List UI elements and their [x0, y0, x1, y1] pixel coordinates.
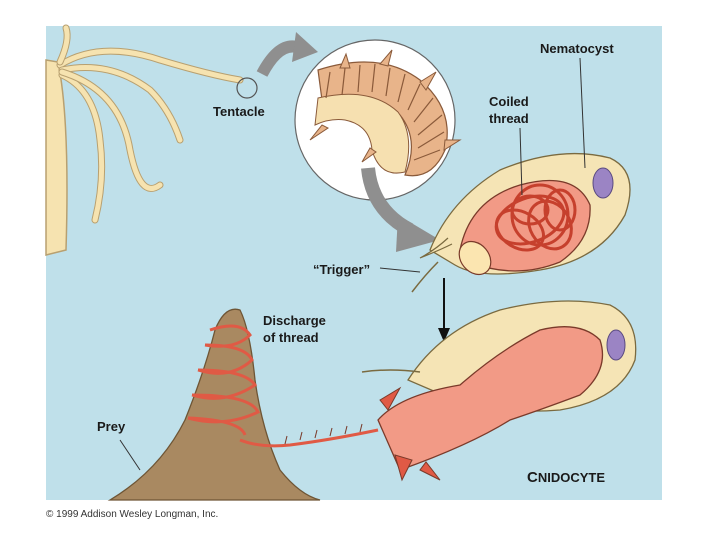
label-coiled-line1: Coiled	[489, 94, 529, 109]
label-discharge-line1: Discharge	[263, 313, 326, 328]
discharge-arrow	[438, 278, 450, 342]
hydra-illustration	[45, 24, 244, 256]
leader-lines	[119, 57, 586, 471]
thread-barbs	[284, 423, 363, 445]
tentacle-zoom-marker	[236, 77, 258, 99]
nematocyst-discharged	[361, 300, 637, 482]
nematocyst-undischarged	[411, 152, 631, 293]
discharged-thread	[187, 324, 379, 448]
label-cnidocyte-rest: NIDOCYTE	[537, 470, 606, 485]
zoom-arrow-2-head	[396, 215, 440, 252]
label-tentacle: Tentacle	[213, 104, 265, 119]
tentacle-closeup	[294, 39, 462, 201]
zoom-arrow-1-head	[292, 32, 318, 62]
label-trigger: “Trigger”	[313, 262, 371, 277]
label-nematocyst: Nematocyst	[540, 41, 614, 56]
label-cnidocyte: CNIDOCYTE	[527, 470, 605, 485]
label-prey: Prey	[97, 419, 126, 434]
prey-shape	[107, 308, 321, 501]
copyright-notice: © 1999 Addison Wesley Longman, Inc.	[46, 509, 219, 520]
label-cnidocyte-initial: C	[527, 469, 538, 486]
label-discharge-line2: of thread	[263, 330, 319, 345]
label-coiled-line2: thread	[489, 111, 529, 126]
